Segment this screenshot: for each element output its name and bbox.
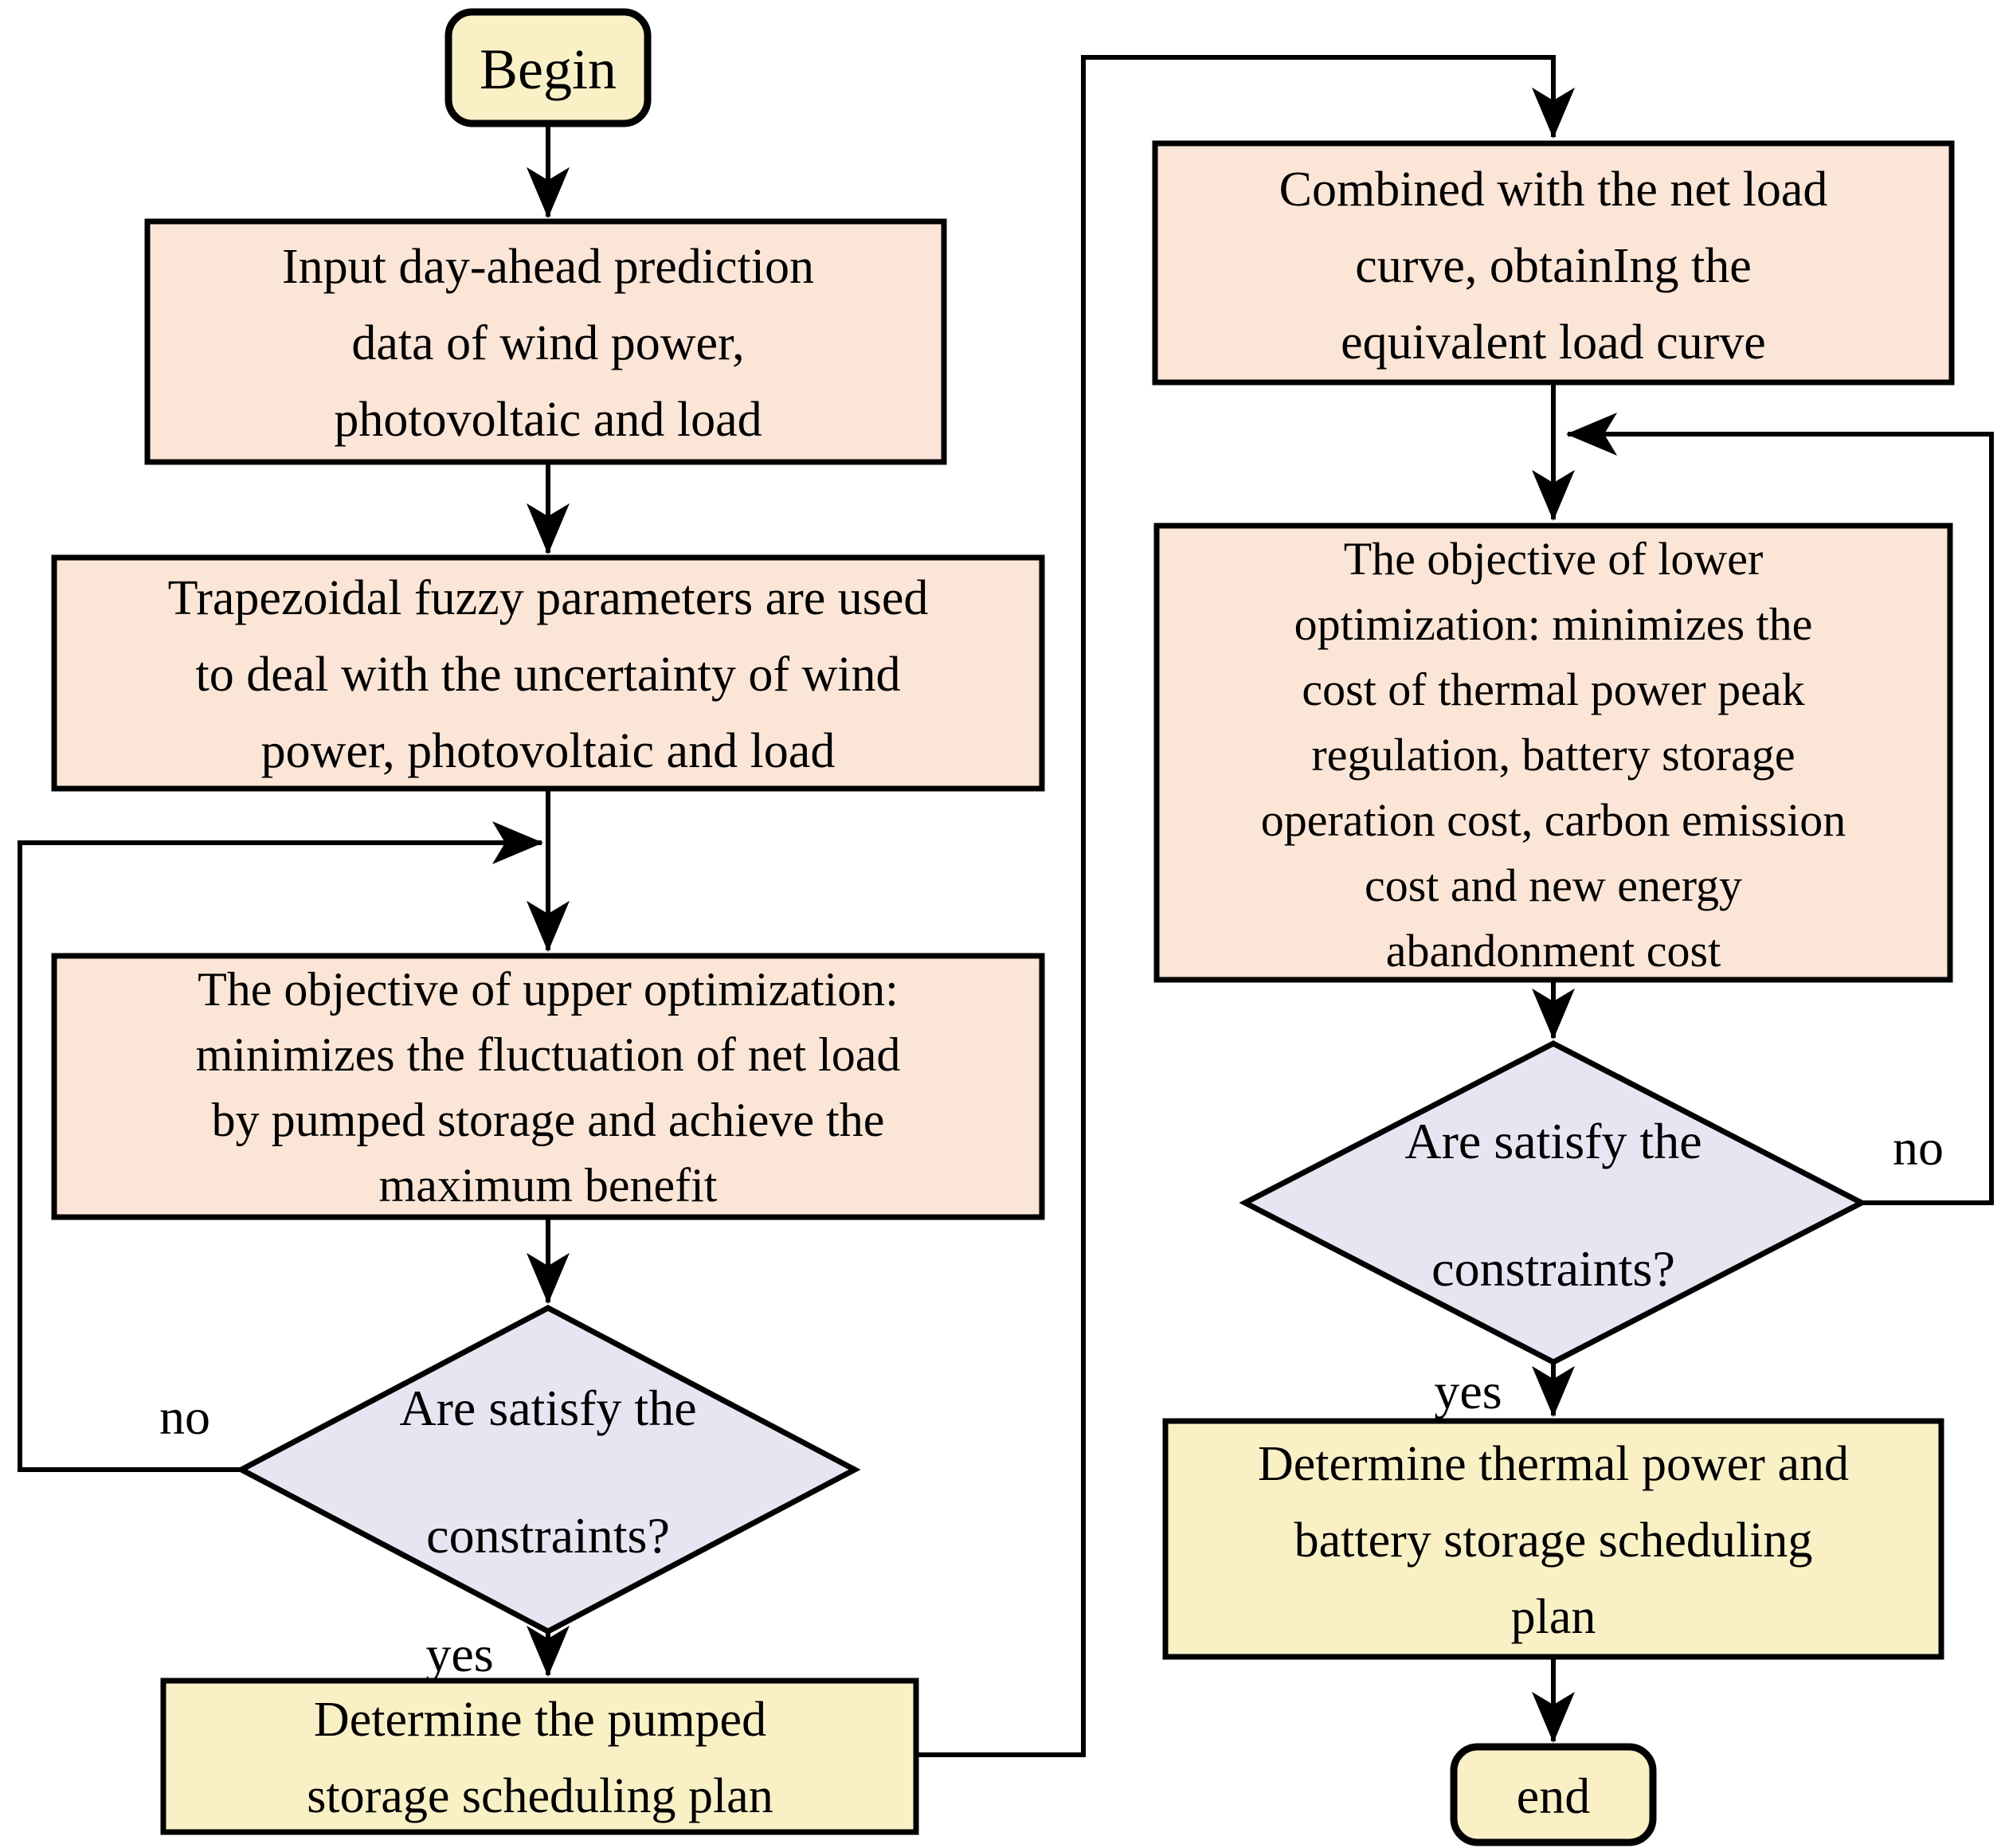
constraints-decision-2-shape: [1239, 1040, 1868, 1365]
combined-load-line: curve, obtainIng the: [1355, 239, 1752, 293]
fuzzy-params-line: Trapezoidal fuzzy parameters are used: [168, 571, 929, 625]
constraints-decision-2-line: Are satisfy the: [1404, 1113, 1702, 1169]
lower-objective-shape: [1153, 523, 1953, 983]
lower-objective-line: cost of thermal power peak: [1302, 664, 1804, 715]
thermal-plan-line: Determine thermal power and: [1258, 1437, 1849, 1491]
upper-objective-shape: [51, 953, 1045, 1220]
combined-load-node: Combined with the net load curve, obtain…: [1152, 140, 1955, 386]
pumped-plan-node: Determine the pumped storage scheduling …: [160, 1678, 919, 1835]
constraints-decision-2: Are satisfy the constraints?: [1239, 1040, 1868, 1365]
edge-decision2-no-loop: [1565, 413, 1994, 1205]
constraints-decision-2-line: constraints?: [1431, 1240, 1675, 1297]
decision1-no-label: no: [159, 1388, 210, 1445]
thermal-plan-shape: [1162, 1418, 1944, 1660]
connectors: [18, 55, 1994, 1757]
input-data-line: Input day-ahead prediction: [282, 240, 814, 294]
upper-objective-node: The objective of upper optimization: min…: [51, 953, 1045, 1220]
end-node: end: [1450, 1743, 1657, 1846]
decision1-yes-label: yes: [425, 1626, 493, 1682]
input-data-shape: [144, 218, 947, 465]
edge-decision1-no-loop: [18, 821, 544, 1472]
constraints-decision-1: Are satisfy the constraints?: [235, 1305, 861, 1635]
input-data-line: photovoltaic and load: [334, 393, 762, 447]
constraints-decision-1-shape: [235, 1305, 861, 1635]
begin-node: Begin: [444, 8, 652, 127]
upper-objective-line: maximum benefit: [379, 1159, 718, 1212]
lower-objective-line: cost and new energy: [1365, 859, 1742, 911]
constraints-decision-1-line: Are satisfy the: [399, 1380, 696, 1436]
lower-objective-line: operation cost, carbon emission: [1261, 794, 1846, 846]
thermal-plan-node: Determine thermal power and battery stor…: [1162, 1418, 1944, 1660]
end-label: end: [1517, 1768, 1590, 1824]
end-shape: [1450, 1743, 1657, 1846]
pumped-plan-line: storage scheduling plan: [307, 1769, 773, 1823]
edge-pumped-to-combined: [916, 55, 1575, 1757]
begin-label: Begin: [480, 37, 617, 101]
upper-objective-line: by pumped storage and achieve the: [212, 1094, 885, 1146]
constraints-decision-1-line: constraints?: [426, 1507, 670, 1564]
combined-load-line: Combined with the net load: [1279, 162, 1828, 217]
fuzzy-params-node: Trapezoidal fuzzy parameters are used to…: [51, 554, 1045, 792]
pumped-plan-line: Determine the pumped: [314, 1693, 766, 1747]
input-data-line: data of wind power,: [351, 316, 744, 370]
fuzzy-params-line: power, photovoltaic and load: [261, 724, 836, 778]
lower-objective-line: abandonment cost: [1386, 925, 1721, 977]
lower-objective-line: optimization: minimizes the: [1294, 598, 1813, 650]
decision2-yes-label: yes: [1434, 1363, 1502, 1419]
input-data-node: Input day-ahead prediction data of wind …: [144, 218, 947, 465]
lower-objective-line: The objective of lower: [1344, 533, 1764, 585]
fuzzy-params-shape: [51, 554, 1045, 792]
lower-objective-line: regulation, battery storage: [1311, 729, 1795, 781]
decision2-no-label: no: [1893, 1119, 1944, 1176]
upper-objective-line: minimizes the fluctuation of net load: [196, 1028, 901, 1081]
combined-load-line: equivalent load curve: [1341, 315, 1766, 370]
pumped-plan-shape: [160, 1678, 919, 1835]
fuzzy-params-line: to deal with the uncertainty of wind: [196, 648, 901, 702]
combined-load-shape: [1152, 140, 1955, 386]
lower-objective-node: The objective of lower optimization: min…: [1153, 523, 1953, 983]
thermal-plan-line: battery storage scheduling: [1294, 1513, 1813, 1568]
upper-objective-line: The objective of upper optimization:: [198, 963, 899, 1016]
begin-shape: [444, 8, 652, 127]
thermal-plan-line: plan: [1511, 1590, 1596, 1644]
